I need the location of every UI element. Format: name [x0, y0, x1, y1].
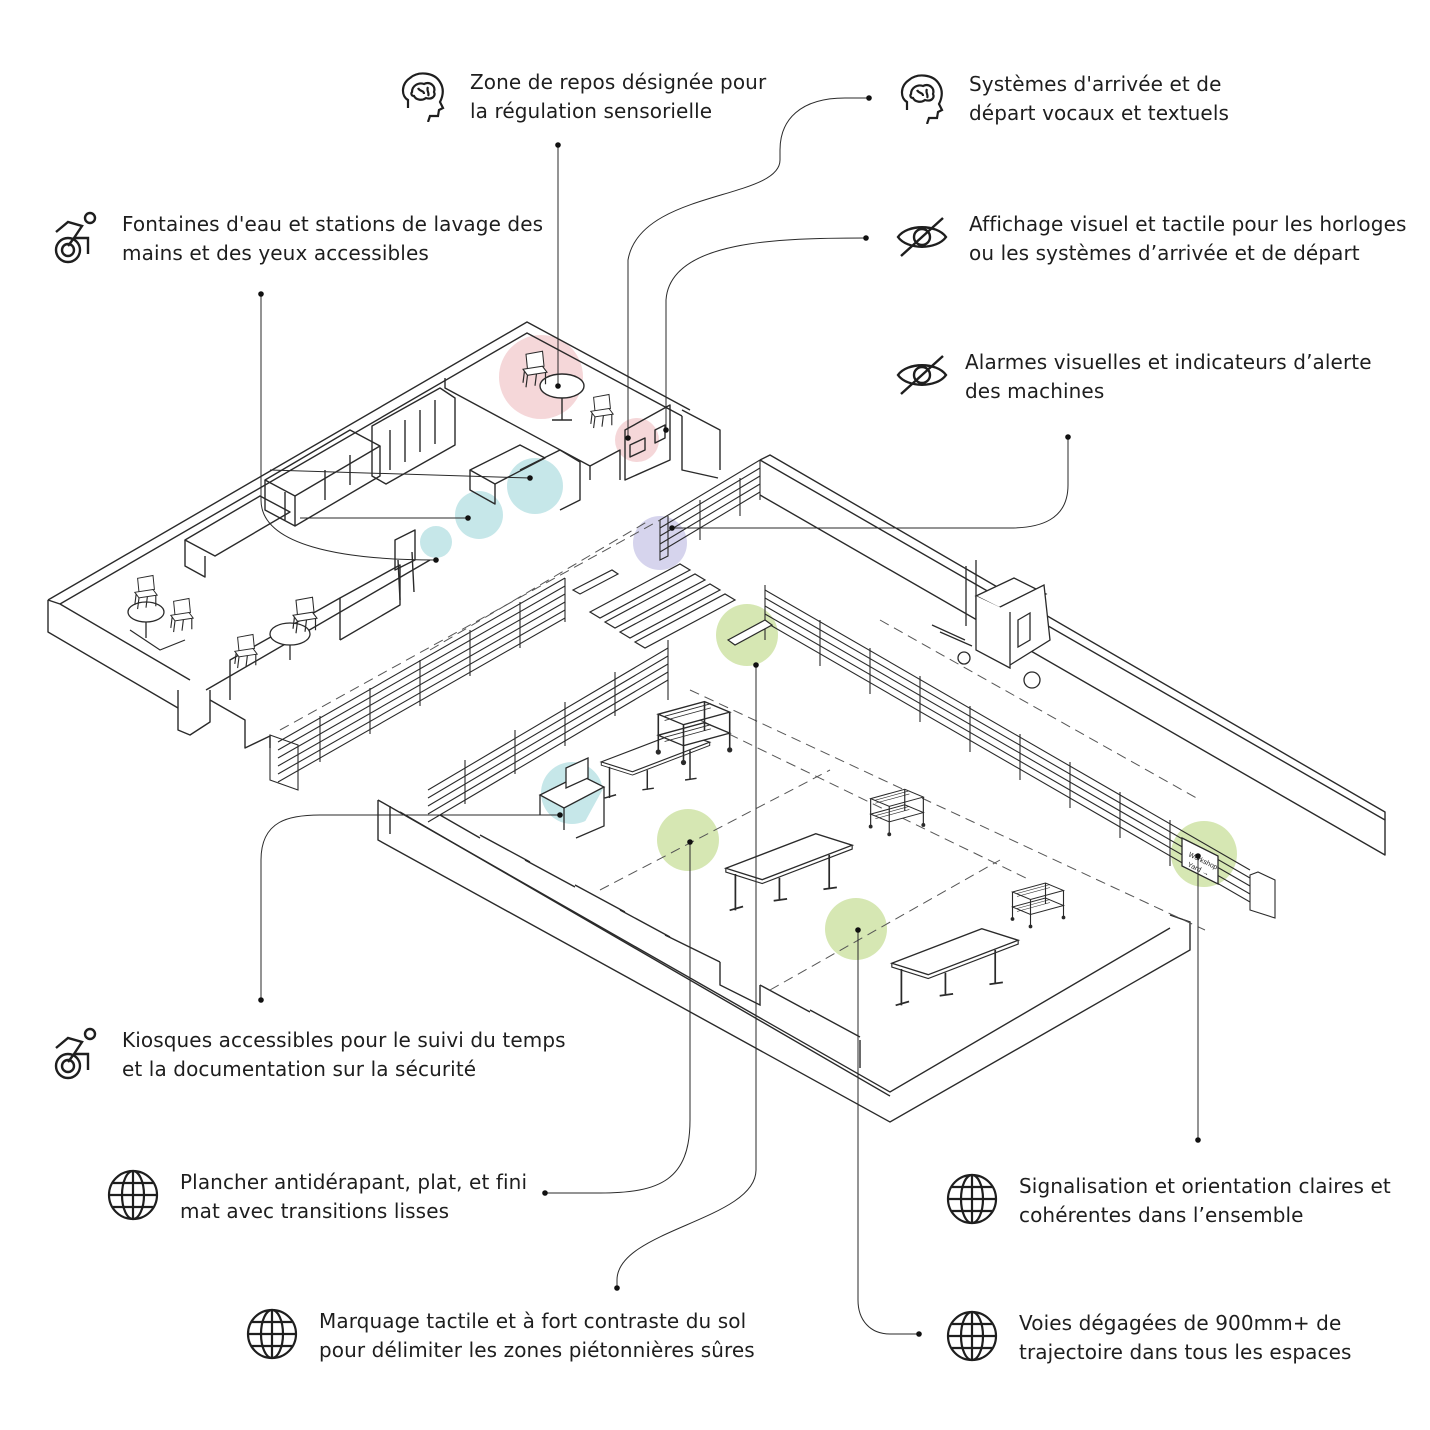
- callout-announcements: Systèmes d'arrivée et de départ vocaux et…: [895, 70, 1229, 128]
- crosswalk: [571, 563, 774, 649]
- callout-line: des machines: [965, 379, 1105, 403]
- callout-line: cohérentes dans l’ensemble: [1019, 1203, 1304, 1227]
- round-table: [539, 373, 585, 399]
- callout-line: Systèmes d'arrivée et de: [969, 72, 1222, 96]
- globe-icon: [246, 1308, 298, 1360]
- callout-signage: Signalisation et orientation claires et c…: [945, 1172, 1391, 1230]
- workshop-yard-walls: [377, 799, 1191, 1123]
- eye-slash-icon: [896, 217, 948, 257]
- lunch-furniture: [127, 350, 614, 669]
- eyewash-highlight: [507, 458, 563, 514]
- callout-line: la régulation sensorielle: [470, 99, 713, 123]
- callout-kiosks: Kiosques accessibles pour le suivi du te…: [48, 1026, 566, 1084]
- callout-line: départ vocaux et textuels: [969, 101, 1229, 125]
- callout-line: Kiosques accessibles pour le suivi du te…: [122, 1028, 566, 1052]
- round-table: [269, 622, 311, 646]
- callout-flooring: Plancher antidérapant, plat, et fini mat …: [106, 1168, 527, 1226]
- callout-line: Signalisation et orientation claires et: [1019, 1174, 1391, 1198]
- callout-line: Affichage visuel et tactile pour les hor…: [969, 212, 1407, 236]
- flooring-highlight: [657, 809, 719, 871]
- callout-line: mains et des yeux accessibles: [122, 241, 429, 265]
- callout-sensory-zone: Zone de repos désignée pour la régulation…: [396, 68, 766, 126]
- globe-icon: [946, 1173, 998, 1225]
- leader-lines: [260, 97, 1199, 1335]
- wheelchair-icon: [54, 211, 97, 264]
- callout-fountains: Fontaines d'eau et stations de lavage de…: [48, 210, 543, 268]
- callout-visual-display: Affichage visuel et tactile pour les hor…: [895, 210, 1407, 268]
- wheelchair-icon: [54, 1027, 97, 1080]
- globe-icon: [107, 1169, 159, 1221]
- globe-icon: [946, 1310, 998, 1362]
- brain-icon: [401, 72, 445, 122]
- kiosk: [538, 756, 606, 839]
- callout-line: et la documentation sur la sécurité: [122, 1057, 477, 1081]
- callout-line: ou les systèmes d’arrivée et de départ: [969, 241, 1360, 265]
- brain-icon: [900, 74, 944, 124]
- leader-dots: [258, 95, 1201, 1337]
- callout-line: trajectoire dans tous les espaces: [1019, 1340, 1352, 1364]
- sink-highlight: [455, 491, 503, 539]
- forklift: [931, 560, 1051, 689]
- display-highlight: [615, 418, 659, 462]
- callout-floor-marking: Marquage tactile et à fort contraste du …: [245, 1307, 755, 1365]
- callout-line: pour délimiter les zones piétonnières sû…: [319, 1338, 755, 1362]
- fountain-highlight: [420, 526, 452, 558]
- eye-slash-icon: [896, 355, 948, 395]
- callout-line: mat avec transitions lisses: [180, 1199, 450, 1223]
- safety-fencing: [269, 459, 1276, 919]
- callout-line: Voies dégagées de 900mm+ de: [1019, 1311, 1342, 1335]
- callout-line: Alarmes visuelles et indicateurs d’alert…: [965, 350, 1372, 374]
- callout-line: Zone de repos désignée pour: [470, 70, 767, 94]
- callout-line: Plancher antidérapant, plat, et fini: [180, 1170, 528, 1194]
- walkway-dashed-lines: [279, 519, 1206, 991]
- callout-line: Marquage tactile et à fort contraste du …: [319, 1309, 747, 1333]
- workshop-yard-sign: Workshop Yard →: [1181, 836, 1219, 886]
- callout-alarms: Alarmes visuelles et indicateurs d’alert…: [895, 348, 1372, 406]
- building-walls: [47, 321, 1386, 856]
- callout-line: Fontaines d'eau et stations de lavage de…: [122, 212, 544, 236]
- callout-clear-paths: Voies dégagées de 900mm+ de trajectoire d…: [945, 1309, 1352, 1367]
